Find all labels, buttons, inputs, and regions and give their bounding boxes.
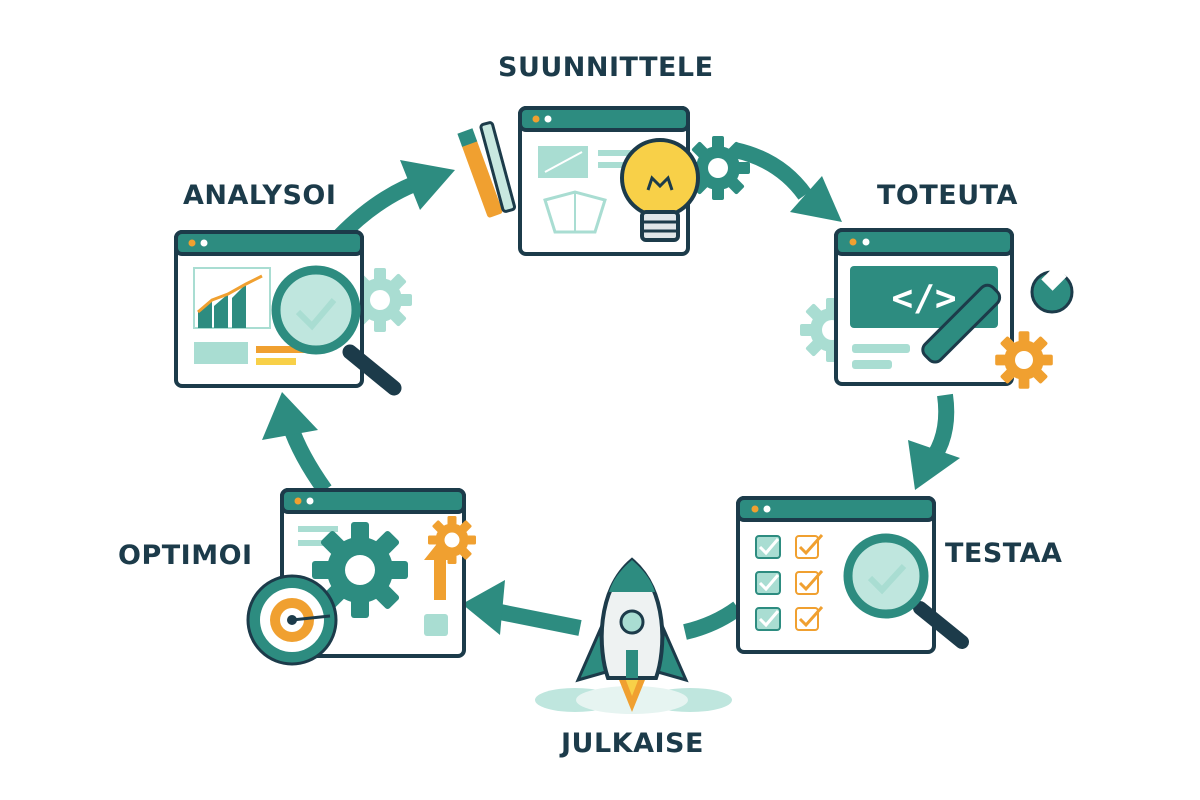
step-label-implement: TOTEUTA bbox=[877, 180, 1018, 211]
step-label-plan: SUUNNITTELE bbox=[498, 52, 714, 83]
step-test-illustration bbox=[736, 496, 969, 654]
gear-icon bbox=[348, 268, 412, 332]
code-symbol: </> bbox=[891, 278, 956, 319]
step-label-publish: JULKAISE bbox=[561, 728, 704, 759]
target-icon bbox=[246, 574, 338, 666]
arrow-head-optimize bbox=[462, 580, 505, 635]
arrow-head-test bbox=[908, 440, 960, 490]
step-analyze-illustration bbox=[174, 230, 412, 396]
step-label-test: TESTAA bbox=[945, 538, 1063, 569]
magnifier-icon bbox=[271, 265, 402, 396]
pencil-icon bbox=[457, 121, 517, 218]
arrow-implement-to-test bbox=[927, 393, 955, 460]
lightbulb-icon bbox=[620, 138, 700, 242]
gear-icon bbox=[428, 516, 476, 564]
step-label-optimize: OPTIMOI bbox=[118, 540, 253, 571]
wrench-icon bbox=[921, 265, 1074, 364]
gear-icon bbox=[312, 522, 408, 618]
arrow-optimize-to-analyze bbox=[282, 422, 332, 495]
gear-icon bbox=[995, 331, 1053, 389]
step-label-analyze: ANALYSOI bbox=[183, 180, 337, 211]
arrow-head-analyze bbox=[262, 392, 318, 440]
arrow-head-plan bbox=[400, 160, 455, 210]
cycle-arrows bbox=[262, 142, 960, 640]
step-publish-illustration bbox=[535, 557, 732, 714]
step-plan-illustration bbox=[457, 106, 750, 256]
checkbox-icon bbox=[755, 534, 824, 631]
step-implement-illustration: </> bbox=[800, 228, 1074, 389]
gear-icon bbox=[686, 136, 750, 200]
chart-icon bbox=[193, 267, 271, 329]
arrow-test-to-publish bbox=[683, 601, 743, 640]
step-optimize-illustration bbox=[246, 488, 476, 666]
arrow-publish-to-optimize bbox=[488, 602, 582, 636]
arrow-head-implement bbox=[790, 176, 842, 222]
rocket-icon bbox=[575, 557, 689, 712]
magnifier-icon bbox=[843, 533, 969, 649]
arrow-plan-to-implement bbox=[733, 142, 812, 200]
